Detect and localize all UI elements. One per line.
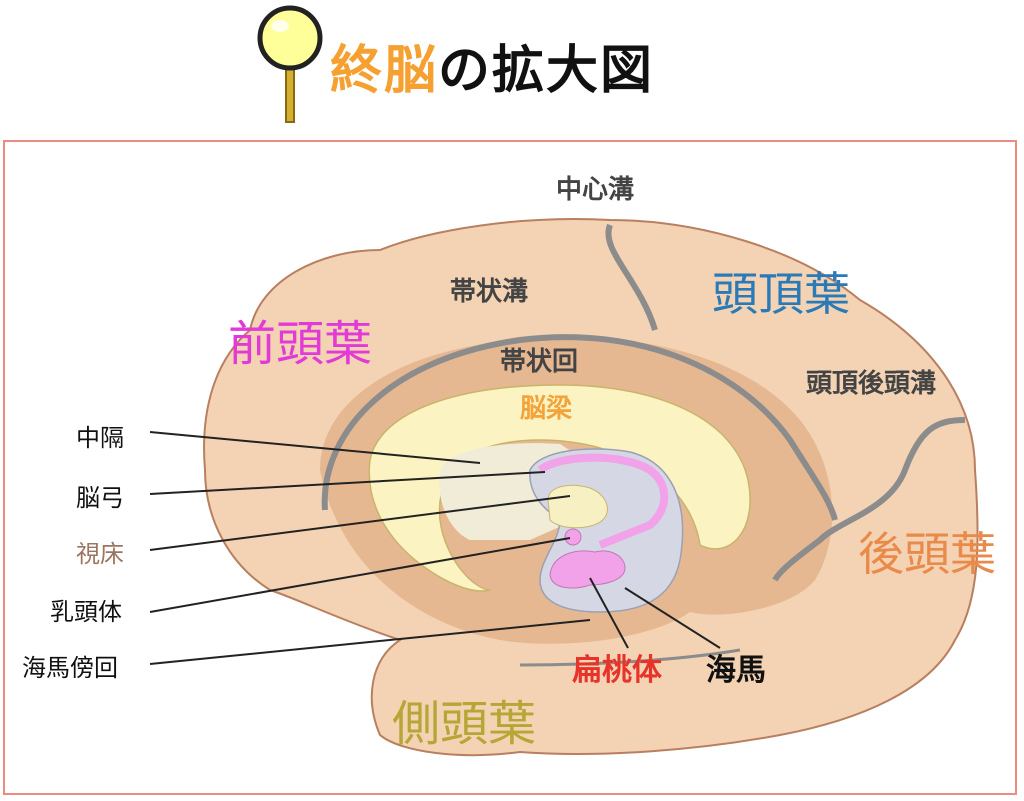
leader-mammillary (149, 537, 571, 613)
label-parahippocampal-gyrus: 海馬傍回 (22, 654, 118, 682)
label-cingulate-gyrus: 帯状回 (500, 347, 578, 377)
magnifier-icon (257, 5, 323, 123)
leader-septum (149, 431, 481, 464)
leader-parahippocampal (149, 619, 591, 665)
magnifier-shine (271, 20, 289, 32)
amygdala-shape (549, 550, 626, 589)
label-parieto-occipital-sulcus: 頭頂後頭溝 (806, 368, 936, 399)
central-sulcus (605, 223, 658, 331)
page-title: 終脳の拡大図 (330, 28, 654, 103)
parieto-occipital-sulcus (772, 417, 966, 582)
title-bar: 終脳の拡大図 (250, 0, 654, 130)
title-rest: の拡大図 (438, 40, 655, 101)
label-temporal-lobe: 側頭葉 (392, 696, 536, 752)
label-central-sulcus: 中心溝 (556, 175, 634, 205)
title-highlight: 終脳 (330, 40, 439, 101)
label-cingulate-sulcus: 帯状溝 (450, 277, 528, 307)
label-amygdala: 扁桃体 (572, 653, 663, 688)
leader-lines (149, 431, 721, 665)
label-fornix: 脳弓 (76, 484, 124, 512)
label-thalamus: 視床 (76, 540, 124, 568)
leader-fornix (149, 471, 546, 495)
label-frontal-lobe: 前頭葉 (228, 316, 372, 372)
fornix-arc (537, 453, 669, 549)
label-parietal-lobe: 頭頂葉 (712, 267, 850, 321)
label-corpus-callosum: 脳梁 (519, 394, 572, 424)
mammillary-body-shape (564, 528, 582, 546)
label-occipital-lobe: 後頭葉 (858, 527, 996, 581)
leader-amygdala (589, 577, 629, 649)
label-mammillary-body: 乳頭体 (50, 598, 122, 626)
label-septum: 中隔 (76, 424, 124, 452)
label-hippocampus: 海馬 (706, 653, 766, 688)
leader-hippocampus (624, 587, 721, 649)
cingulate-sulcus-line (321, 334, 838, 521)
leader-thalamus (149, 495, 571, 551)
lower-sulcus (519, 648, 741, 667)
